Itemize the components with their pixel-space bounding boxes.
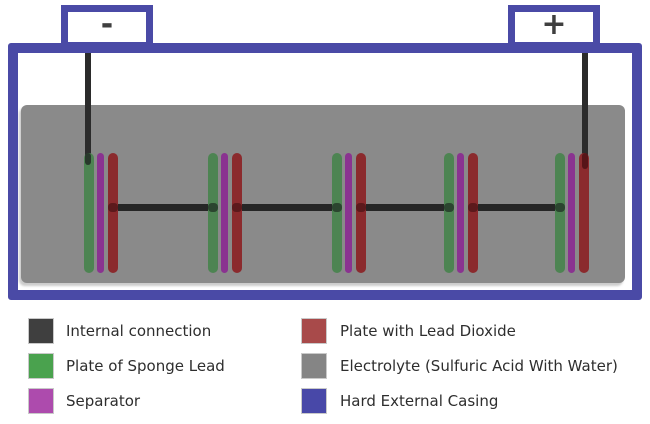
legend-label-sponge-lead: Plate of Sponge Lead — [66, 357, 225, 375]
separator-plate — [568, 153, 575, 273]
negative-wire-cap — [85, 153, 91, 165]
legend-swatch-lead-dioxide — [301, 318, 327, 344]
legend-swatch-electrolyte — [301, 353, 327, 379]
connection-cap-red — [468, 203, 478, 212]
positive-wire-cap — [582, 153, 588, 169]
positive-terminal: + — [508, 5, 600, 49]
sponge-lead-plate — [84, 153, 94, 273]
legend-label-internal-connection: Internal connection — [66, 322, 212, 340]
lead-dioxide-plate — [232, 153, 242, 273]
internal-connection — [237, 204, 337, 211]
sponge-lead-plate — [444, 153, 454, 273]
connection-cap-green — [208, 203, 218, 212]
lead-dioxide-plate — [579, 153, 589, 273]
legend-swatch-separator — [28, 388, 54, 414]
sponge-lead-plate — [208, 153, 218, 273]
connection-cap-red — [108, 203, 118, 212]
legend-label-electrolyte: Electrolyte (Sulfuric Acid With Water) — [340, 357, 618, 375]
legend-label-lead-dioxide: Plate with Lead Dioxide — [340, 322, 516, 340]
legend-label-casing: Hard External Casing — [340, 392, 499, 410]
lead-dioxide-plate — [356, 153, 366, 273]
sponge-lead-plate — [332, 153, 342, 273]
negative-wire — [85, 44, 91, 161]
separator-plate — [345, 153, 352, 273]
separator-plate — [457, 153, 464, 273]
internal-connection — [473, 204, 560, 211]
negative-terminal: - — [61, 5, 153, 49]
legend-swatch-internal-connection — [28, 318, 54, 344]
connection-cap-red — [356, 203, 366, 212]
connection-cap-green — [555, 203, 565, 212]
minus-symbol: - — [100, 7, 114, 42]
plus-symbol: + — [541, 7, 567, 42]
sponge-lead-plate — [555, 153, 565, 273]
internal-connection — [361, 204, 449, 211]
legend-swatch-casing — [301, 388, 327, 414]
connection-cap-green — [444, 203, 454, 212]
connection-cap-green — [332, 203, 342, 212]
lead-dioxide-plate — [468, 153, 478, 273]
separator-plate — [97, 153, 104, 273]
legend-swatch-sponge-lead — [28, 353, 54, 379]
connection-cap-red — [232, 203, 242, 212]
positive-wire — [582, 44, 588, 165]
internal-connection — [113, 204, 213, 211]
lead-dioxide-plate — [108, 153, 118, 273]
legend-label-separator: Separator — [66, 392, 141, 410]
hard-external-casing — [8, 43, 642, 300]
electrolyte-fill — [21, 105, 625, 283]
separator-plate — [221, 153, 228, 273]
